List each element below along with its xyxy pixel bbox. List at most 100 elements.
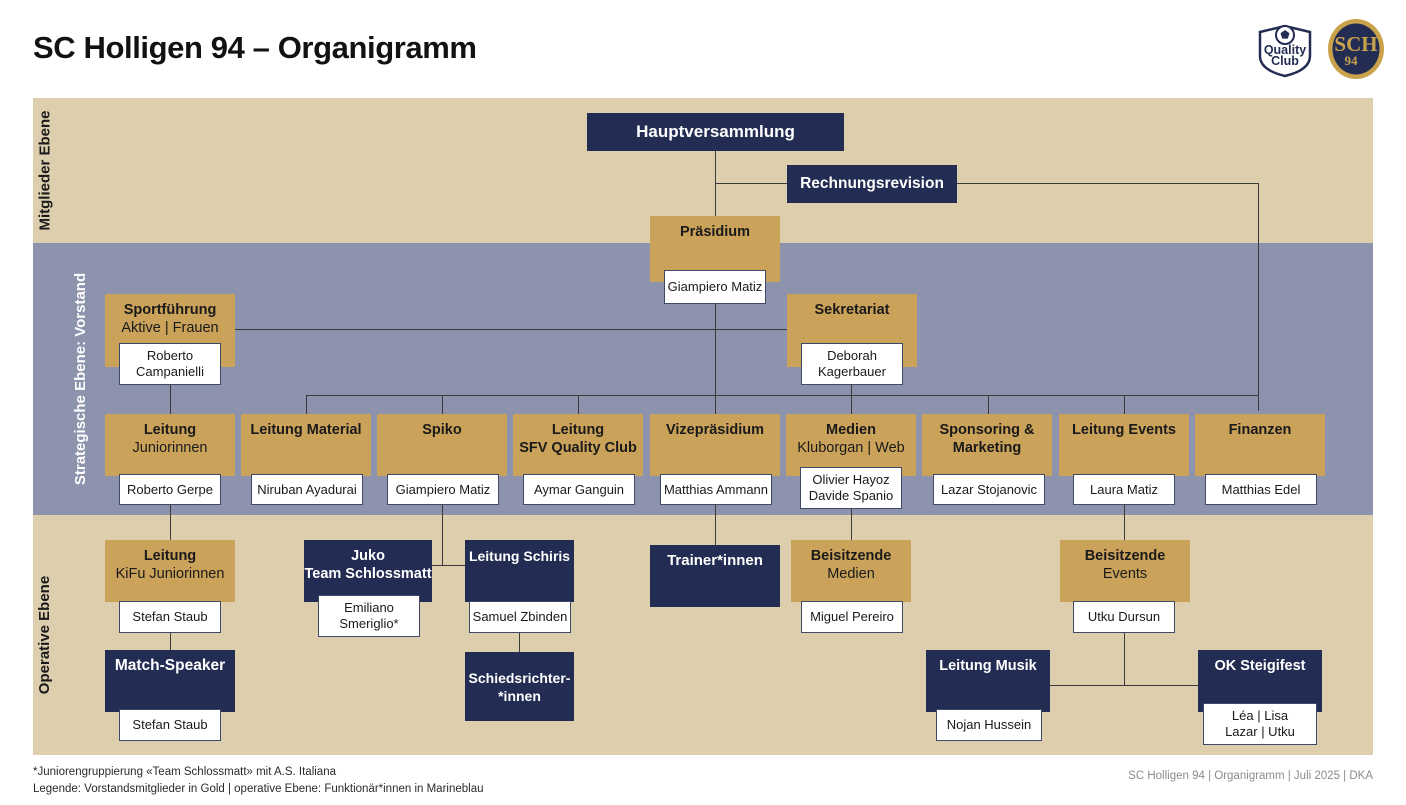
node-title: Trainer*innen [667, 552, 763, 569]
person-card-sponsoring: Lazar Stojanovic [933, 474, 1045, 505]
node-beisitzende-medien[interactable]: Beisitzende Medien [791, 540, 911, 602]
connector-sportfuehrung-sekretariat [235, 329, 804, 330]
node-leitung-sfv-quality-club[interactable]: Leitung SFV Quality Club [513, 414, 643, 476]
node-title: Rechnungsrevision [800, 175, 944, 192]
connector-drop-medien [851, 395, 852, 415]
node-schiedsrichterinnen[interactable]: Schiedsrichter- *innen [465, 652, 574, 721]
node-hauptversammlung[interactable]: Hauptversammlung [587, 113, 844, 151]
person-card-match-speaker: Stefan Staub [119, 709, 221, 741]
connector-juniorinnen-kifu [170, 505, 171, 540]
node-title: Präsidium [679, 224, 751, 240]
node-juko-team-schlossmatt[interactable]: Juko Team Schlossmatt [304, 540, 432, 602]
node-finanzen[interactable]: Finanzen [1195, 414, 1325, 476]
person-card-leitung-sfv: Aymar Ganguin [523, 474, 635, 505]
node-title: Sponsoring & [939, 422, 1035, 438]
logo-group: Quality Club SCH 94 [1254, 18, 1386, 80]
person-name: Nojan Hussein [946, 717, 1032, 732]
connector-drop-sponsoring [988, 395, 989, 415]
connector-schiris-down [519, 632, 520, 652]
connector-praesidium-down [715, 216, 716, 436]
node-title: Hauptversammlung [636, 122, 795, 141]
connector-vize-trainer [715, 505, 716, 545]
node-leitung-events[interactable]: Leitung Events [1059, 414, 1189, 476]
person-name: Giampiero Matiz [667, 279, 763, 294]
page-title: SC Holligen 94 – Organigramm [33, 30, 477, 65]
person-name: Niruban Ayadurai [257, 481, 357, 497]
person-name: Kagerbauer [818, 364, 886, 379]
person-card-leitung-material: Niruban Ayadurai [251, 474, 363, 505]
connector-hv-praesidium [715, 148, 716, 216]
footer-note-1: *Juniorengruppierung «Team Schlossmatt» … [33, 766, 336, 778]
node-title: Leitung [551, 422, 605, 438]
band-label-operativ: Operative Ebene [35, 575, 53, 695]
person-card-sportfuehrung: Roberto Campanielli [119, 343, 221, 385]
node-title: Beisitzende [1084, 548, 1166, 564]
node-title: Sekretariat [814, 302, 890, 318]
node-beisitzende-events[interactable]: Beisitzende Events [1060, 540, 1190, 602]
node-rechnungsrevision[interactable]: Rechnungsrevision [787, 165, 957, 203]
node-title: Leitung Events [1072, 422, 1176, 438]
person-name: Stefan Staub [132, 609, 208, 624]
node-title: Juko [351, 548, 385, 564]
node-subtitle: Events [1102, 566, 1148, 582]
connector-rr-right [957, 183, 1258, 184]
node-leitung-musik[interactable]: Leitung Musik [926, 650, 1050, 712]
connector-drop-material [306, 395, 307, 415]
node-subtitle: Marketing [952, 440, 1022, 456]
person-name: Léa | Lisa [1231, 708, 1289, 723]
node-leitung-material[interactable]: Leitung Material [241, 414, 371, 476]
person-card-finanzen: Matthias Edel [1205, 474, 1317, 505]
person-name: Matthias Ammann [663, 481, 769, 497]
node-subtitle: Juniorinnen [132, 440, 208, 456]
connector-drop-events [1124, 395, 1125, 415]
person-card-leitung-events: Laura Matiz [1073, 474, 1175, 505]
node-medien[interactable]: Medien Kluborgan | Web [786, 414, 916, 476]
person-name: Aymar Ganguin [533, 481, 625, 497]
band-label-mitglieder: Mitglieder Ebene [36, 110, 54, 231]
node-title: Sportführung [123, 302, 217, 318]
node-subtitle: SFV Quality Club [519, 440, 637, 456]
node-title: Leitung Schiris [468, 548, 571, 564]
connector-musik-steigifest-bar [1050, 685, 1198, 686]
node-leitung-kifu-juniorinnen[interactable]: Leitung KiFu Juniorinnen [105, 540, 235, 602]
person-name: Campanielli [136, 364, 204, 379]
node-subtitle: Medien [827, 566, 875, 582]
node-vizepraesidium[interactable]: Vizepräsidium [650, 414, 780, 476]
person-card-schiris: Samuel Zbinden [469, 601, 571, 633]
person-name: Roberto Gerpe [127, 481, 213, 497]
person-name: Smeriglio* [339, 616, 399, 631]
connector-drop-sfv [578, 395, 579, 415]
node-title: Medien [826, 422, 876, 438]
person-card-ok-steigifest: Léa | Lisa Lazar | Utku [1203, 703, 1317, 745]
node-title: Leitung Musik [939, 658, 1037, 674]
person-card-praesidium: Giampiero Matiz [664, 270, 766, 304]
connector-events-beisitzende [1124, 505, 1125, 540]
node-leitung-juniorinnen[interactable]: Leitung Juniorinnen [105, 414, 235, 476]
person-card-vizepraesidium: Matthias Ammann [660, 474, 772, 505]
node-sponsoring-marketing[interactable]: Sponsoring & Marketing [922, 414, 1052, 476]
node-ok-steigifest[interactable]: OK Steigifest [1198, 650, 1322, 712]
node-title: Schiedsrichter- [468, 669, 571, 686]
node-title: Match-Speaker [114, 657, 226, 674]
node-subtitle: Team Schlossmatt [304, 566, 432, 582]
connector-beisitzende-events-down [1124, 632, 1125, 685]
person-card-beisitzende-events: Utku Dursun [1073, 601, 1175, 633]
person-name: Samuel Zbinden [472, 609, 568, 624]
connector-medien-beisitzende [851, 505, 852, 540]
person-name: Roberto [146, 348, 194, 363]
connector-sportfuehrung-down [170, 384, 171, 414]
person-card-leitung-juniorinnen: Roberto Gerpe [119, 474, 221, 505]
node-trainerinnen[interactable]: Trainer*innen [650, 545, 780, 607]
connector-juko-schiris [431, 565, 465, 566]
connector-spiko-down [442, 505, 443, 565]
connector-distribution-bar [306, 395, 1258, 396]
node-subtitle: Aktive | Frauen [121, 320, 219, 336]
node-title: Finanzen [1228, 422, 1292, 438]
node-leitung-schiris[interactable]: Leitung Schiris [465, 540, 574, 602]
node-spiko[interactable]: Spiko [377, 414, 507, 476]
person-name: Giampiero Matiz [395, 481, 491, 497]
connector-kifu-matchspeaker [170, 632, 171, 650]
person-name: Lazar | Utku [1225, 724, 1295, 739]
node-subtitle: *innen [498, 687, 541, 704]
node-match-speaker[interactable]: Match-Speaker [105, 650, 235, 712]
